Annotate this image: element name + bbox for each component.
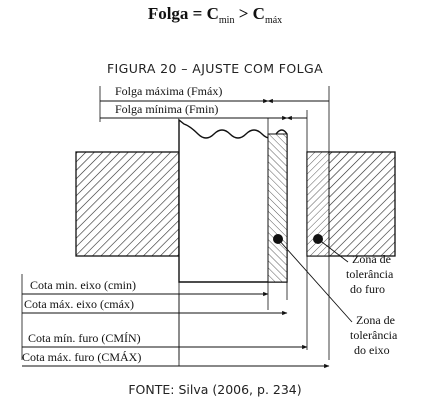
zona-eixo-label-1: Zona de xyxy=(356,313,395,327)
zona-furo-label-3: do furo xyxy=(350,282,385,296)
cota-max-furo-label: Cota máx. furo (CMÁX) xyxy=(22,350,141,364)
cota-min-eixo-label: Cota min. eixo (cmin) xyxy=(30,278,136,292)
zona-furo-label-1: Zona de xyxy=(352,252,391,266)
figure-source: FONTE: Silva (2006, p. 234) xyxy=(128,382,302,397)
hole-zone-leader xyxy=(317,238,349,263)
fmax-label: Folga máxima (Fmáx) xyxy=(115,84,222,98)
fmin-label: Folga mínima (Fmin) xyxy=(115,102,218,116)
hole-plate-left xyxy=(75,151,180,257)
zona-eixo-label-3: do eixo xyxy=(354,343,390,357)
shaft-tolerance-zone xyxy=(267,133,288,283)
zona-eixo-label-2: tolerância xyxy=(350,328,398,342)
formula-sub-max: máx xyxy=(264,15,283,26)
hole-tolerance-zone xyxy=(306,151,330,257)
cota-max-eixo-label: Cota máx. eixo (cmáx) xyxy=(24,297,134,311)
formula-lhs: Folga = C xyxy=(147,4,219,23)
cota-min-furo-label: Cota mín. furo (CMÍN) xyxy=(28,331,141,345)
shaft-zone-leader xyxy=(277,238,353,323)
formula-operator: > C xyxy=(234,4,265,23)
formula-sub-min: min xyxy=(218,15,235,26)
zona-furo-label-2: tolerância xyxy=(346,267,394,281)
figure-caption: FIGURA 20 – AJUSTE COM FOLGA xyxy=(106,61,324,76)
clearance-formula: Folga = Cmin > Cmáx xyxy=(0,4,430,26)
